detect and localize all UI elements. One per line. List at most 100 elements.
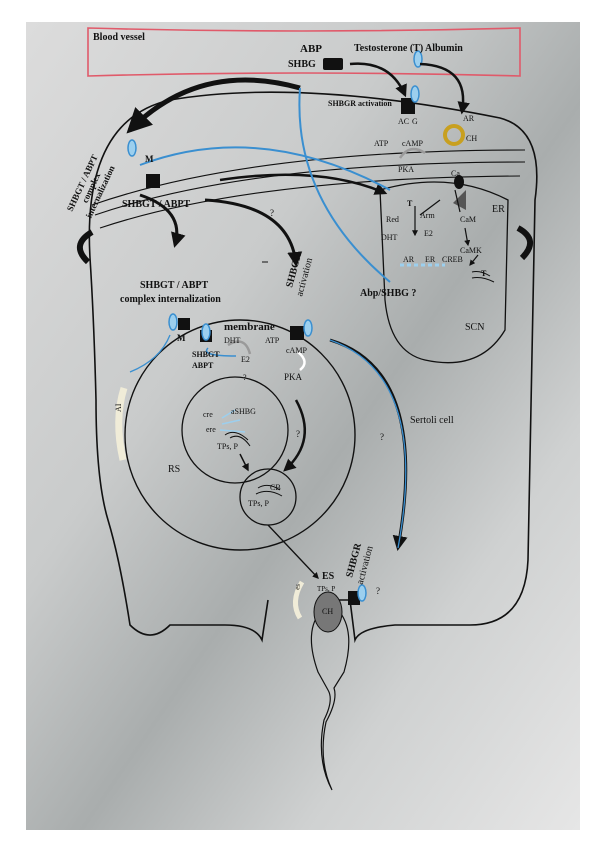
label-pka-rs: PKA [284, 372, 303, 382]
label-rs: RS [168, 464, 180, 475]
arrow-gray-dht-e2 [227, 340, 252, 355]
label-e2-rs: E2 [241, 355, 250, 364]
arrow-t-arm [419, 199, 441, 216]
label-q-mid: ? [270, 208, 274, 218]
left-junction-hook [77, 229, 94, 265]
label-tps-p-es: TPs, P [317, 585, 335, 593]
label-t-scn: T [407, 199, 413, 208]
arrow-white-camp-pka [297, 351, 306, 371]
label-ai: AI [114, 403, 123, 412]
arrow-gray-camp-pka [398, 147, 426, 159]
label-t-creb: T [481, 269, 487, 278]
label-cre2: ere [206, 425, 216, 434]
arrow-to-shbgr-mid [204, 198, 303, 267]
label-dht-rs: DHT [224, 336, 241, 345]
cb-marks [255, 484, 283, 497]
scn-compartment [379, 181, 509, 364]
label-complex-int-2: complex internalization [120, 294, 221, 305]
receptor-icon-rs3 [303, 319, 313, 337]
creb-mark1 [471, 271, 491, 277]
chromatin-blue [219, 409, 246, 433]
label-red: Red [386, 215, 399, 224]
label-ac: AC [398, 117, 409, 126]
label-atp-top: ATP [374, 139, 389, 148]
es-nucleus [313, 591, 343, 633]
shbgt-protein-rs1 [178, 318, 190, 330]
arrow-camk-creb [469, 254, 479, 266]
label-q-sertoli: ? [380, 432, 384, 442]
right-junction-hook [516, 225, 533, 261]
arrow-pka-to-cb [283, 399, 307, 472]
label-ar-scn: AR [403, 255, 415, 264]
label-scn: SCN [465, 322, 484, 333]
albumin-icon [413, 50, 423, 68]
arrow-blue-rs-left [129, 334, 171, 373]
blood-vessel-outline [87, 27, 521, 77]
receptor-icon-top [127, 139, 137, 157]
arrow-to-shbgr [349, 62, 407, 98]
label-pka-top: PKA [398, 165, 414, 174]
label-camp-rs: cAMP [286, 346, 307, 355]
label-q-es: ? [376, 586, 380, 596]
label-abpt-rs: ABPT [192, 361, 214, 370]
cam-triangle [453, 190, 466, 210]
receptor-icon-top2 [410, 85, 420, 103]
label-shbg: SHBG [288, 59, 316, 70]
shbgt-protein-top [146, 174, 160, 188]
label-er-outer: ER [492, 204, 505, 215]
label-ch-es: CH [322, 607, 333, 616]
label-e2-scn: E2 [424, 229, 433, 238]
label-testosterone: Testosterone (T) [354, 43, 423, 54]
arrow-blue-complex-scn [139, 146, 391, 191]
label-blood-vessel: Blood vessel [93, 32, 145, 43]
arrow-blue-abp-shbg [298, 87, 391, 283]
label-ch-top: CH [466, 134, 477, 143]
arrow-to-ar [419, 62, 470, 115]
arrow-to-complex-int [139, 193, 186, 248]
label-shbgr-activation-top: SHBGR activation [328, 99, 392, 108]
label-es-small: es [293, 583, 302, 590]
label-shbgt-abpt-cluster: SHBGT / ABPT [122, 199, 191, 210]
label-abp-shbg-q: Abp/SHBG ? [360, 288, 416, 299]
label-g: G [412, 117, 418, 126]
shbgr-receptor-top [401, 98, 415, 114]
arrow-vessel-to-m [126, 77, 301, 134]
rs-cell-outline [124, 319, 356, 551]
ca-dot [454, 175, 464, 189]
label-arm: Arm [420, 211, 435, 220]
label-camk: CaMK [460, 246, 482, 255]
label-shbgt-rs: SHBGT [192, 350, 220, 359]
label-m-rs: M [177, 333, 186, 343]
arrow-nucleus-to-cb [239, 453, 249, 472]
label-creb: CREB [442, 255, 463, 264]
es-outline [310, 609, 350, 791]
arrow-ca-cam [454, 189, 461, 213]
label-ashbg: aSHBG [231, 407, 256, 416]
label-dht-scn: DHT [381, 233, 398, 242]
arrow-blue-shbgr-low [329, 339, 407, 549]
arrow-cb-to-es [267, 524, 319, 579]
shbgr-receptor-es [348, 591, 360, 605]
ai-band [115, 386, 128, 461]
membrane-band-1 [91, 149, 526, 206]
label-tps-p-nucleus: TPs, P [217, 442, 238, 451]
membrane-band-3 [99, 175, 521, 229]
rs-nucleus-outline [181, 376, 289, 484]
receptor-icon-rs2 [201, 323, 211, 341]
label-tps-p-cb: TPs, P [248, 499, 269, 508]
label-membrane: membrane [224, 321, 275, 333]
arrow-blue-dht [205, 347, 237, 357]
label-cb: CB [270, 483, 281, 492]
label-cre1: cre [203, 410, 213, 419]
shbgr-receptor-rs [290, 326, 304, 340]
es-ai-band [293, 580, 305, 620]
receptor-icon-es [357, 584, 367, 602]
label-albumin: Albumin [425, 43, 463, 54]
label-er-scn: ER [425, 255, 436, 264]
arrow-cam-camk [464, 227, 471, 247]
label-ca: Ca [451, 169, 460, 178]
label-complex-int-1: SHBGT / ABPT [140, 280, 209, 291]
label-q-rs2: ? [296, 429, 300, 439]
